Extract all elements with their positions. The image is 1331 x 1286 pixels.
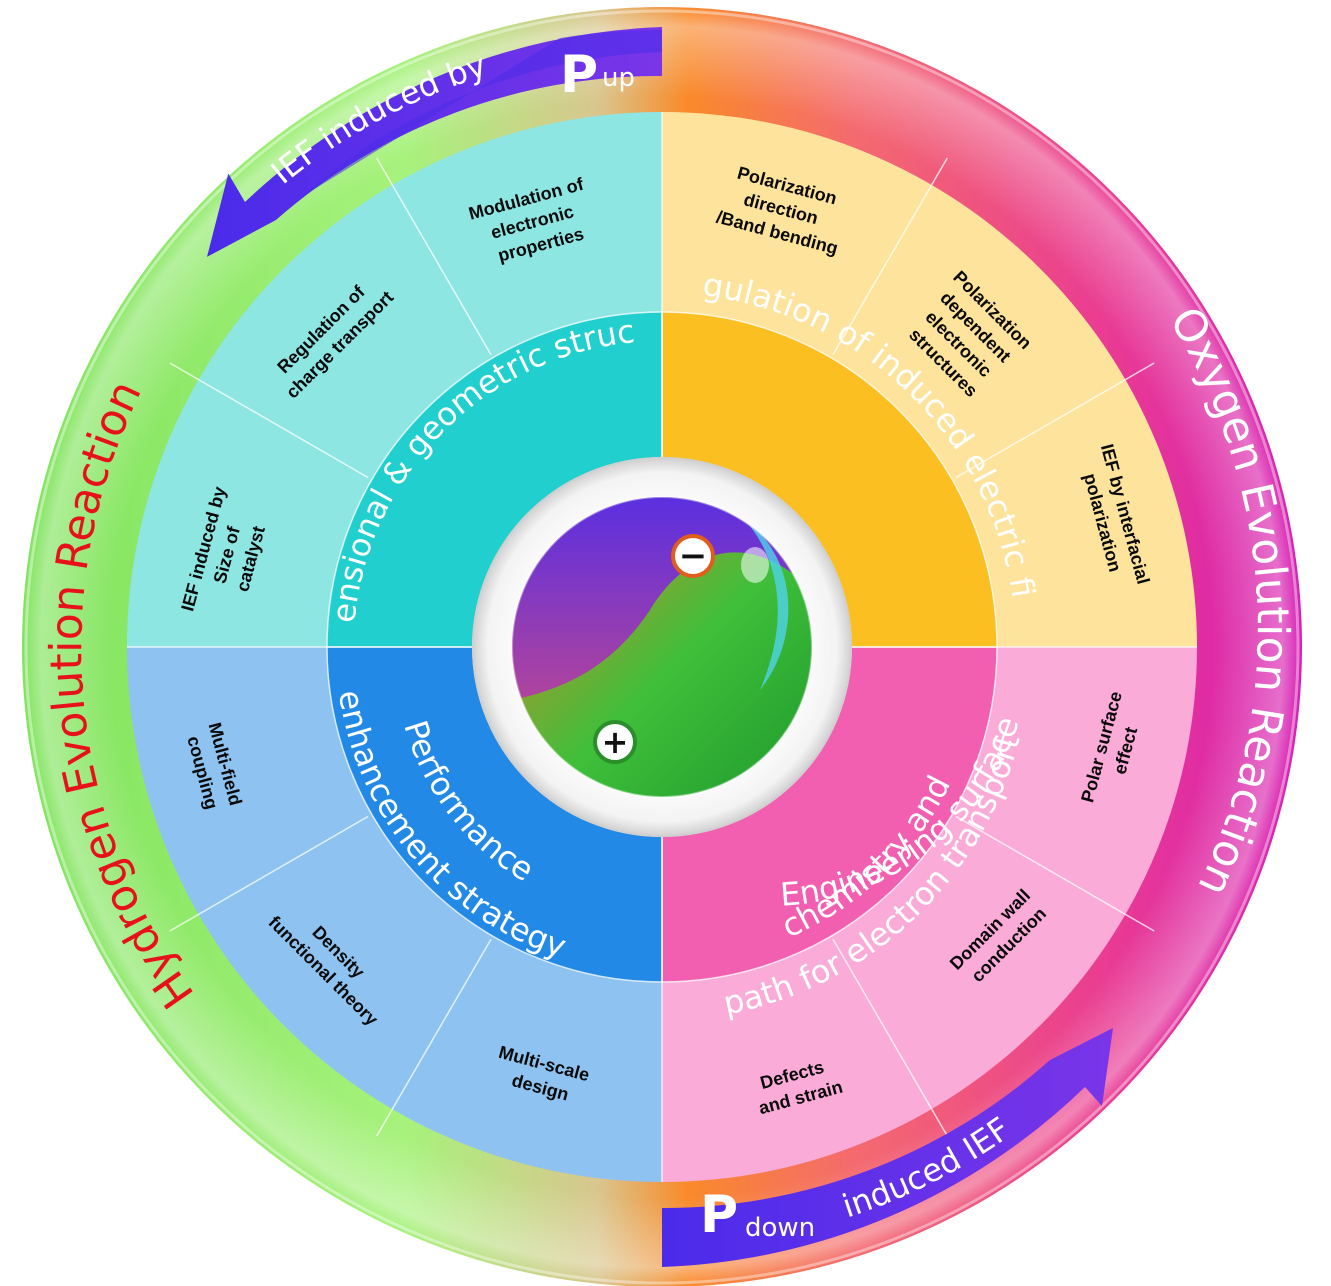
yin-yang-upper [512, 497, 812, 700]
positive-charge-icon: + [593, 720, 637, 764]
p-up-subscript: up [602, 63, 635, 93]
yin-yang-ball [512, 497, 812, 797]
negative-charge-icon: − [671, 534, 715, 578]
center-white-ring-edge [472, 457, 852, 837]
positive-charge-sign: + [602, 723, 629, 761]
yin-yang-highlight [745, 520, 789, 690]
yin-yang-edge [511, 496, 813, 798]
p-down-subscript: down [745, 1213, 815, 1243]
segment-dividers [127, 112, 1197, 1182]
yin-yang-gloss [741, 547, 769, 583]
p-down-symbol: P [700, 1185, 738, 1245]
outer-ring-edge [24, 9, 1300, 1285]
negative-charge-sign: − [679, 536, 708, 576]
p-up-symbol: P [560, 45, 598, 105]
